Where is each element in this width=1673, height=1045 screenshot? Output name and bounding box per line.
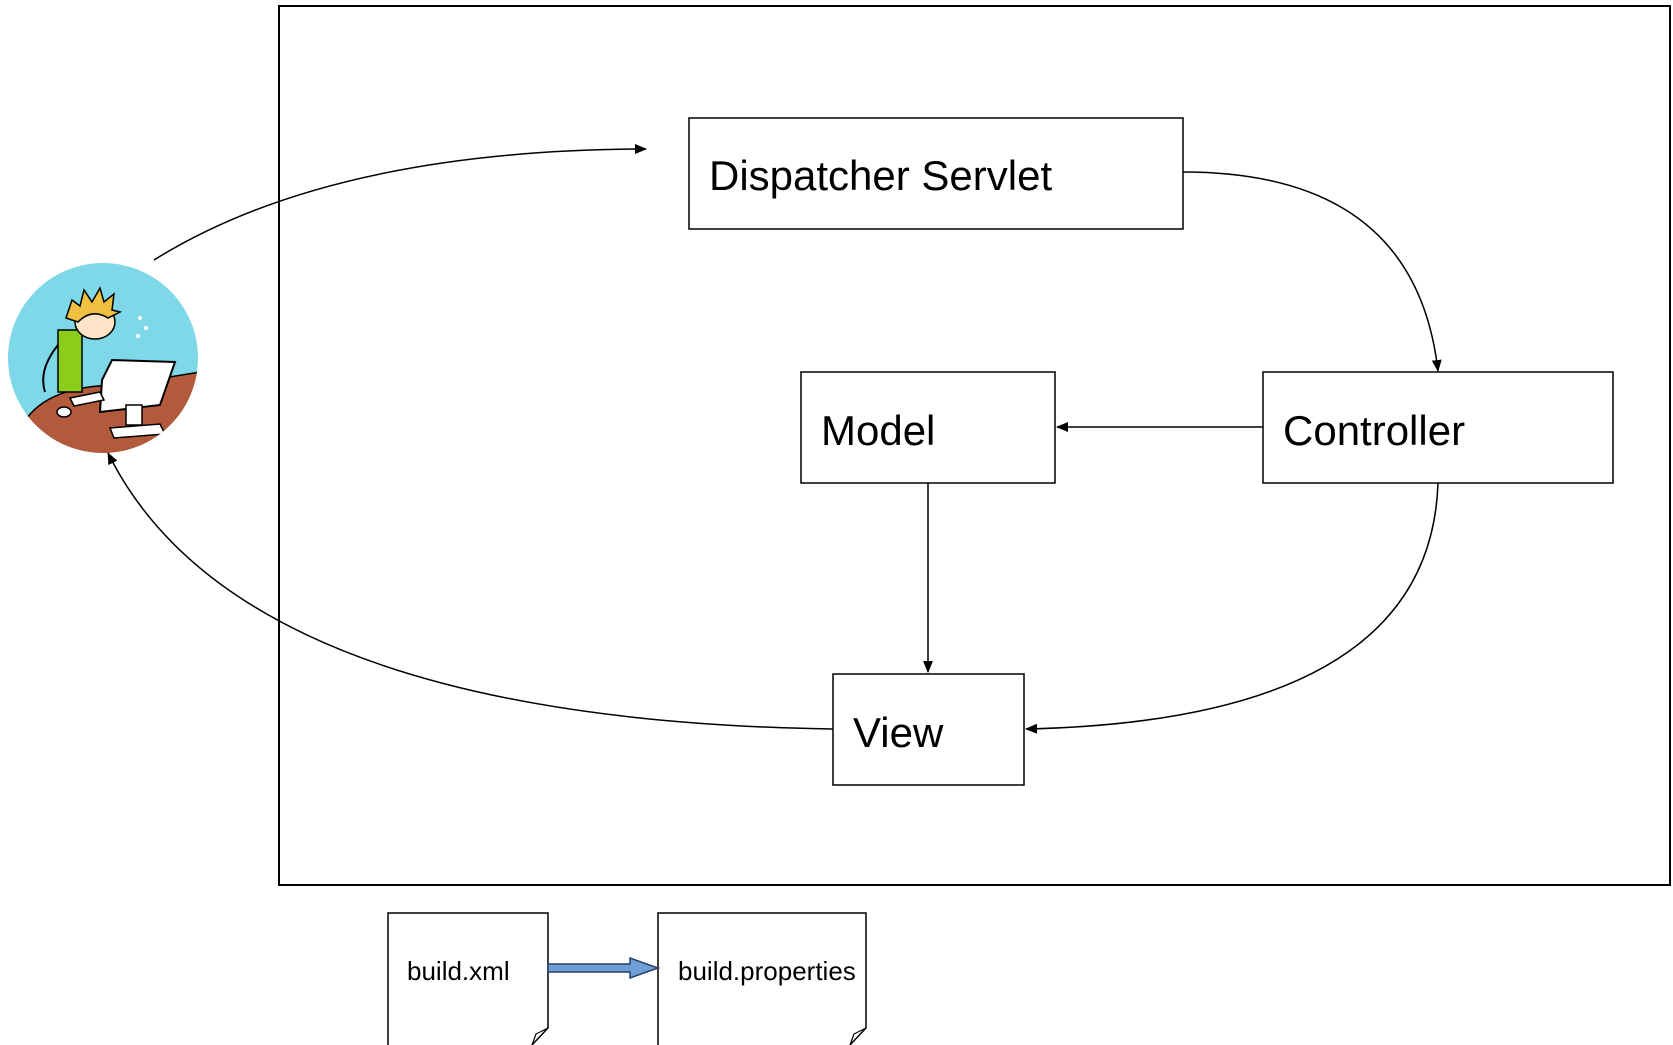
view-label: View xyxy=(853,709,944,756)
model-label: Model xyxy=(821,407,935,454)
build-properties-document: build.properties xyxy=(657,912,867,1045)
build-xml-document: build.xml xyxy=(387,912,549,1045)
dispatcher-servlet-label: Dispatcher Servlet xyxy=(709,152,1052,199)
arrow-controller-to-view xyxy=(1025,482,1439,734)
model-node: Model xyxy=(800,371,1056,484)
controller-label: Controller xyxy=(1283,407,1465,454)
build-xml-label: build.xml xyxy=(407,956,510,986)
computer-monitor xyxy=(98,358,177,414)
person-hair xyxy=(65,286,123,323)
dispatcher-servlet-node: Dispatcher Servlet xyxy=(688,117,1184,230)
application-container xyxy=(278,5,1671,886)
view-node: View xyxy=(832,673,1025,786)
build-properties-label: build.properties xyxy=(678,956,856,986)
person-shirt xyxy=(57,329,83,393)
arrow-view-to-user xyxy=(107,452,834,730)
user-avatar xyxy=(8,263,198,453)
controller-node: Controller xyxy=(1262,371,1614,484)
file-dependency-arrow xyxy=(547,956,661,980)
arrow-dispatcher-to-controller xyxy=(1182,171,1442,372)
arrow-user-to-dispatcher xyxy=(153,144,647,261)
